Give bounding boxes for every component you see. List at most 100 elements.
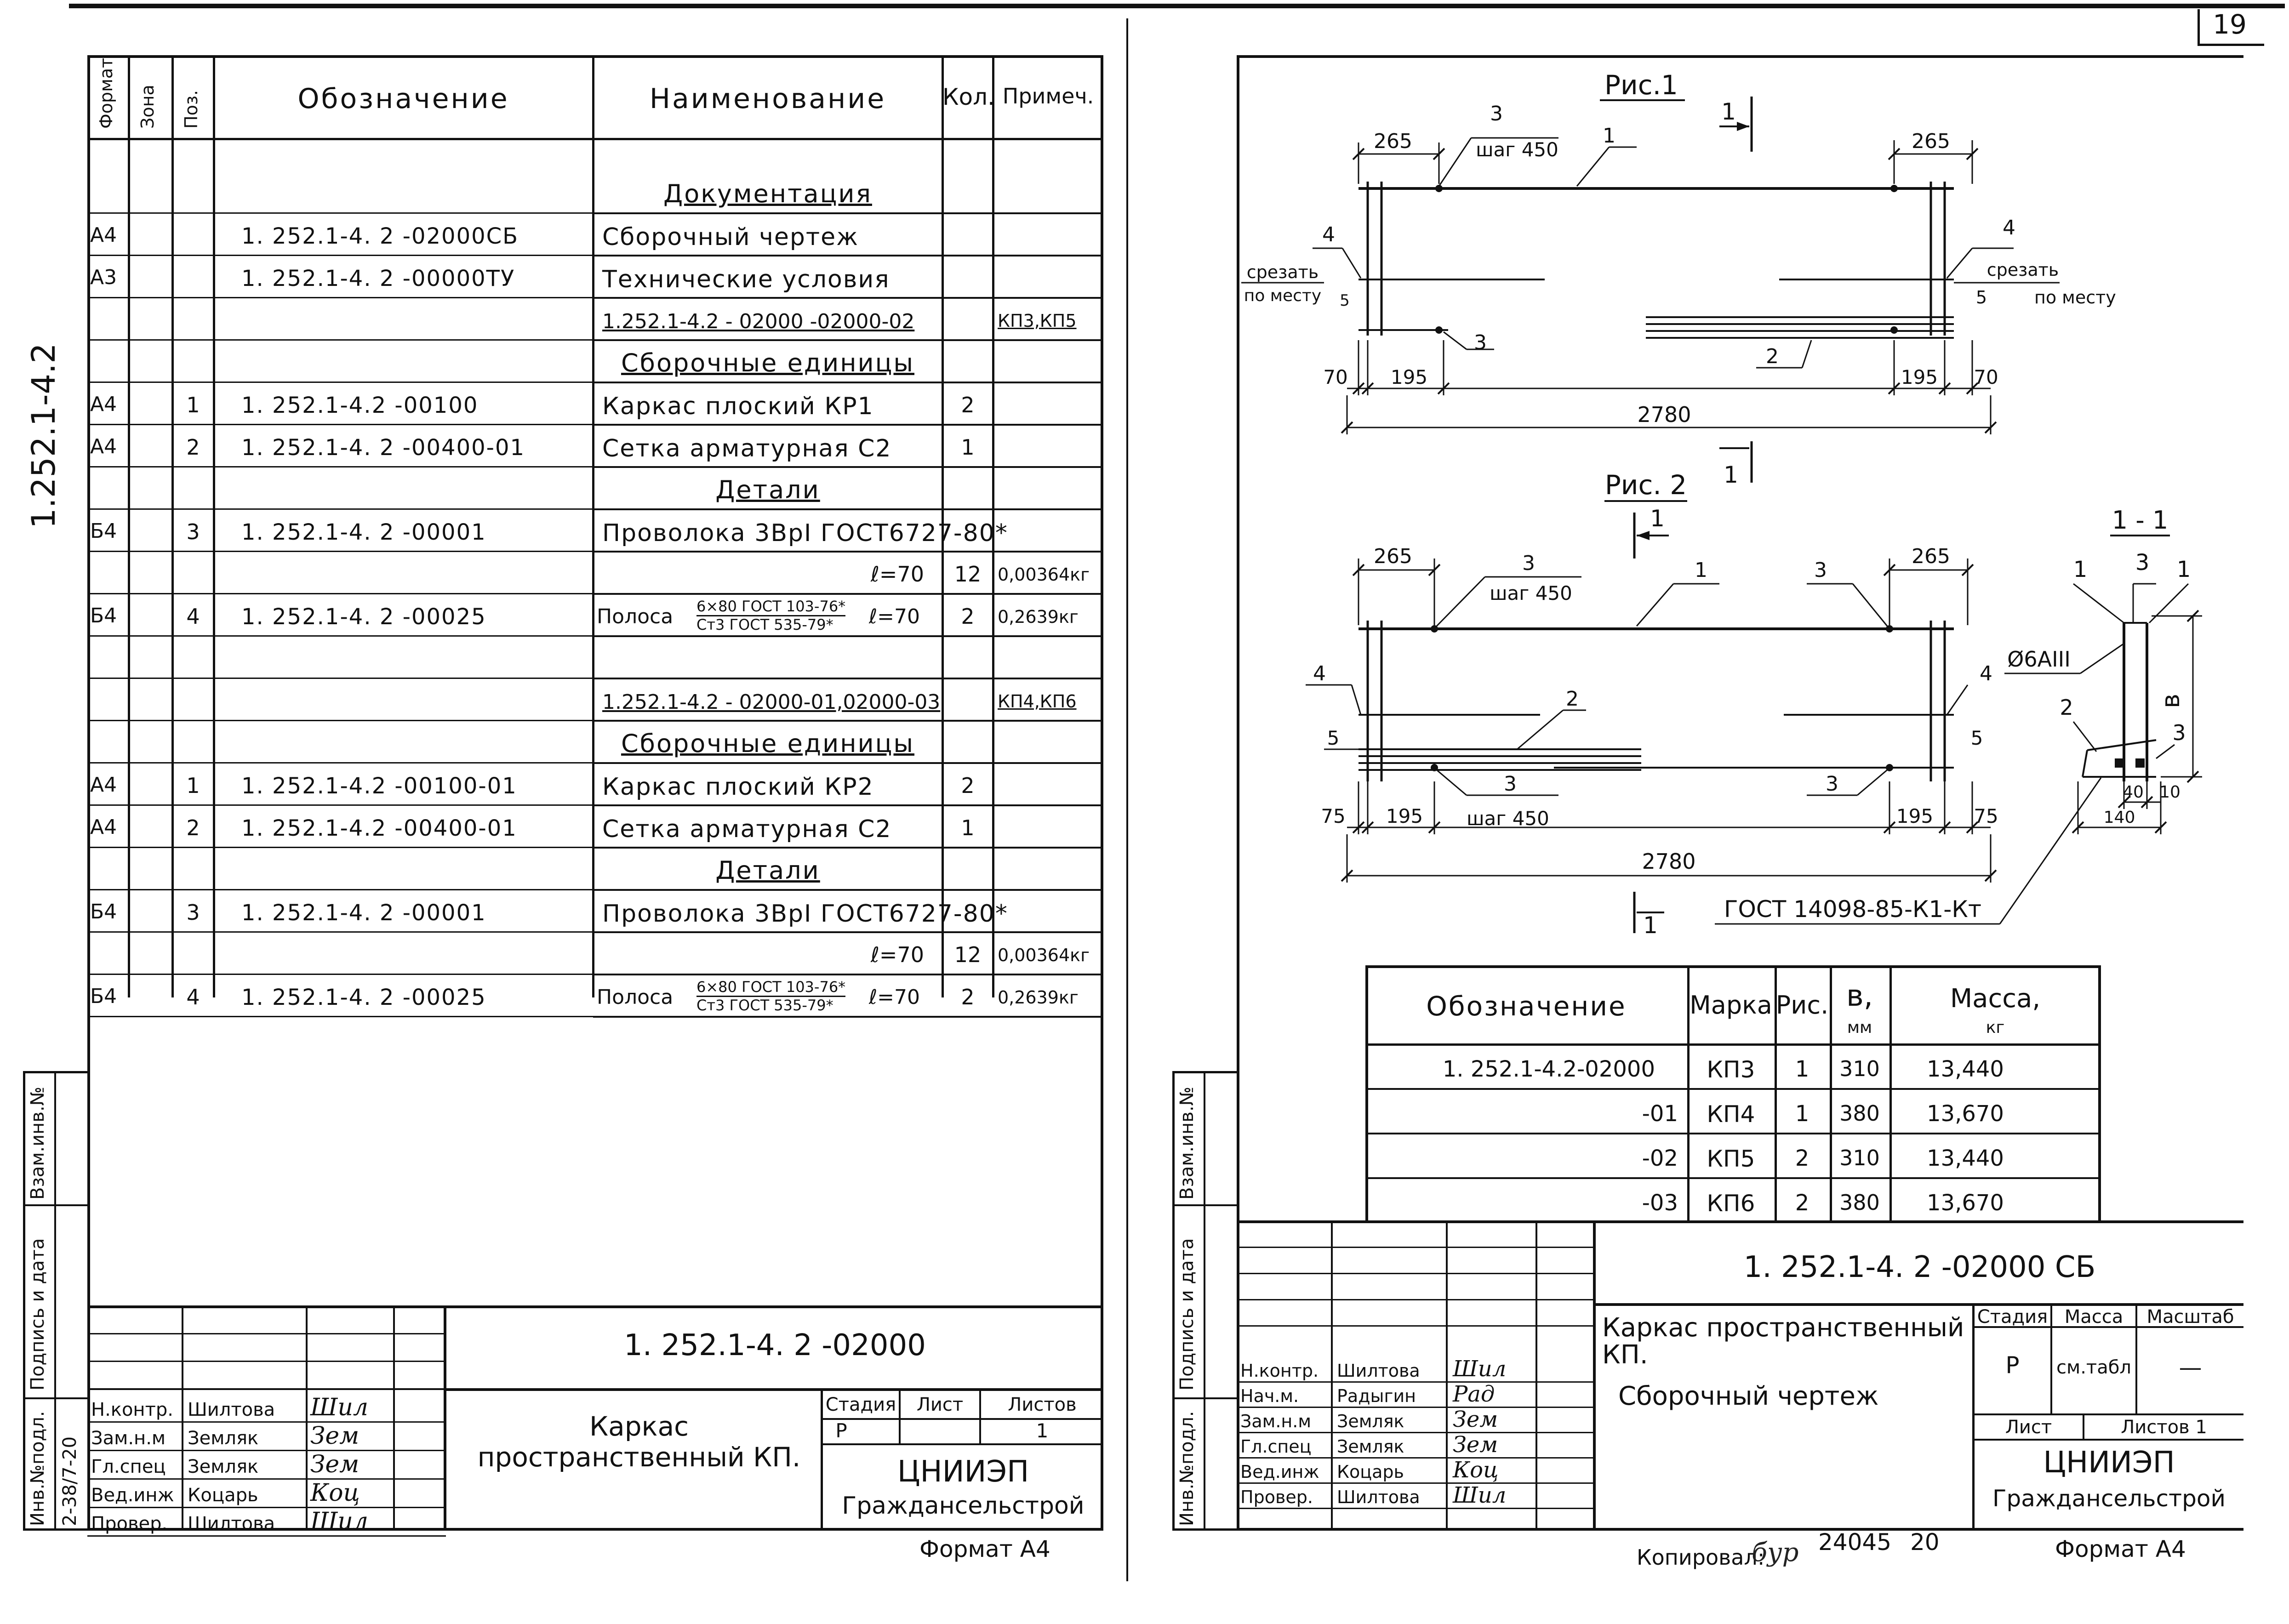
right-tb-role: Зам.н.м (1240, 1411, 1311, 1431)
left-tb-name: Шилтова (188, 1513, 275, 1534)
side-stamp-h1 (23, 1204, 87, 1206)
mass-cell-designation: -03 (1642, 1190, 1678, 1216)
spec-row-rule (593, 889, 1103, 891)
spec-cell-designation: 1. 252.1-4. 2 -00001 (241, 900, 486, 926)
left-tb-sheet-label: Лист (916, 1394, 964, 1415)
spec-cell-fraction-top: 6×80 ГОСТ 103-76* (696, 978, 846, 997)
fig1-step: шаг 450 (1476, 138, 1558, 161)
spec-col-line-0 (128, 55, 130, 997)
fig2-pos2: 2 (1566, 687, 1579, 711)
dim-tick (1352, 821, 1365, 834)
spec-row-rule-left (87, 847, 593, 848)
mass-header-designation: Обозначение (1426, 991, 1627, 1022)
spec-row-rule-left (87, 593, 593, 594)
dim-tick (1966, 821, 1979, 834)
spec-cell-qty: 2 (961, 604, 975, 629)
right-tb-role: Гл.спец (1240, 1436, 1312, 1457)
right-tb-row-rule (1237, 1381, 1595, 1383)
mass-cell-b: 310 (1839, 1056, 1880, 1081)
drawing-sheet-frame (1237, 55, 2243, 1531)
spec-variant-designation: 1.252.1-4.2 - 02000-01,02000-03 (602, 690, 941, 714)
leader (1999, 777, 2102, 924)
spec-row-rule-left (87, 424, 593, 425)
fig2-pos5b: 5 (1971, 727, 1983, 749)
spec-cell-pos: 3 (186, 900, 200, 925)
mass-table-frame (1365, 965, 2101, 1222)
right-tb-empty-row (1237, 1247, 1595, 1248)
fig2-section-mark: 1 (1650, 505, 1665, 532)
spec-cell-format: А3 (90, 266, 117, 289)
right-tb-stage-c3 (2135, 1303, 2137, 1413)
fig1-section-arrowhead (1737, 122, 1749, 131)
spec-row-rule (593, 255, 1103, 256)
weld-point (1890, 185, 1898, 192)
spec-cell-name: Сетка арматурная С2 (602, 435, 892, 462)
spec-row-rule (593, 720, 1103, 722)
leader (1946, 248, 1973, 279)
spec-row-rule (593, 974, 1103, 975)
spec-row-rule-left (87, 762, 593, 764)
section-dim-140-label: 140 (2104, 808, 2135, 827)
spec-col-line-3 (592, 55, 594, 997)
right-tb-stage-col (1972, 1303, 1975, 1531)
spec-cell-designation: 1. 252.1-4.2 -00100-01 (241, 773, 517, 799)
left-tb-org-2: Граждансельстрой (842, 1492, 1085, 1520)
mass-row-rule (1365, 1177, 2101, 1179)
left-tb-role: Провер. (91, 1513, 168, 1534)
fig1-dim-total: 2780 (1637, 402, 1691, 427)
dim-tick (1361, 821, 1374, 834)
right-tb-role: Провер. (1240, 1487, 1313, 1507)
left-tb-signature: Коц (310, 1479, 360, 1507)
dim-tick (1966, 382, 1979, 395)
spec-cell-fraction-bottom: Ст3 ГОСТ 535-79* (696, 997, 833, 1014)
right-tb-stage-c2 (2050, 1303, 2052, 1413)
left-tb-stage-r2 (821, 1443, 1103, 1445)
spec-section-title: Сборочные единицы (621, 729, 915, 758)
mass-row-rule (1365, 1133, 2101, 1134)
spec-cell-fraction-bottom: Ст3 ГОСТ 535-79* (696, 616, 833, 633)
fig2-dim-total: 2780 (1642, 849, 1695, 874)
spec-cell-length: ℓ=70 (869, 986, 920, 1009)
spec-col-line-5 (992, 55, 994, 997)
mass-cell-mass: 13,440 (1927, 1145, 2004, 1171)
leader (1576, 147, 1610, 187)
right-tb-col4 (1593, 1220, 1596, 1531)
spec-row-rule (593, 551, 1103, 553)
spec-section-title: Документация (663, 179, 872, 208)
right-tb-name: Шилтова (1337, 1361, 1420, 1381)
right-tb-signature: Зем (1453, 1432, 1498, 1458)
left-tb-row-code (87, 1388, 446, 1390)
spec-cell-designation: 1. 252.1-4. 2 -00025 (241, 604, 486, 630)
spec-cell-designation: 1. 252.1-4. 2 -00000ТУ (241, 266, 515, 291)
spec-row-rule-left (87, 635, 593, 637)
right-tb-empty-row (1237, 1273, 1595, 1274)
right-tb-role: Н.контр. (1240, 1361, 1319, 1381)
spec-cell-note: КП4,КП6 (998, 691, 1077, 712)
spec-cell-qty: 2 (961, 393, 975, 417)
spec-section-title: Детали (715, 475, 820, 504)
fig1-dim-70a: 70 (1323, 366, 1347, 388)
spec-row-rule (593, 762, 1103, 764)
fig1-dim-195a: 195 (1391, 366, 1427, 388)
fig2-dim-195a: 195 (1386, 805, 1423, 827)
left-tb-signature: Зем (310, 1422, 360, 1450)
right-tb-row-rule (1237, 1508, 1595, 1509)
left-tb-col4 (444, 1305, 446, 1531)
fig1-section-mark-bottom-num: 1 (1724, 462, 1738, 488)
dim-tick (1938, 382, 1951, 395)
right-side-stamp-h2 (1172, 1397, 1237, 1399)
mass-header-mass: Масса, (1950, 984, 2041, 1014)
spec-header-rule (87, 138, 1103, 140)
spec-cell-pos: 4 (186, 985, 200, 1009)
spec-cell-pos: 1 (186, 393, 200, 417)
spec-cell-length: ℓ=70 (870, 562, 924, 587)
weld-point (1890, 326, 1898, 334)
fig1-dim-5b: 5 (1976, 287, 1987, 308)
spec-cell-name: Каркас плоский КР2 (602, 773, 874, 801)
section-gost: ГОСТ 14098-85-К1-Кт (1724, 896, 1981, 923)
fig2-dim-75b: 75 (1974, 805, 1998, 827)
right-tb-name: Земляк (1337, 1436, 1404, 1457)
spec-cell-pos: 2 (186, 435, 200, 460)
spec-cell-name: Сетка арматурная С2 (602, 815, 892, 843)
spec-row-rule-left (87, 678, 593, 679)
